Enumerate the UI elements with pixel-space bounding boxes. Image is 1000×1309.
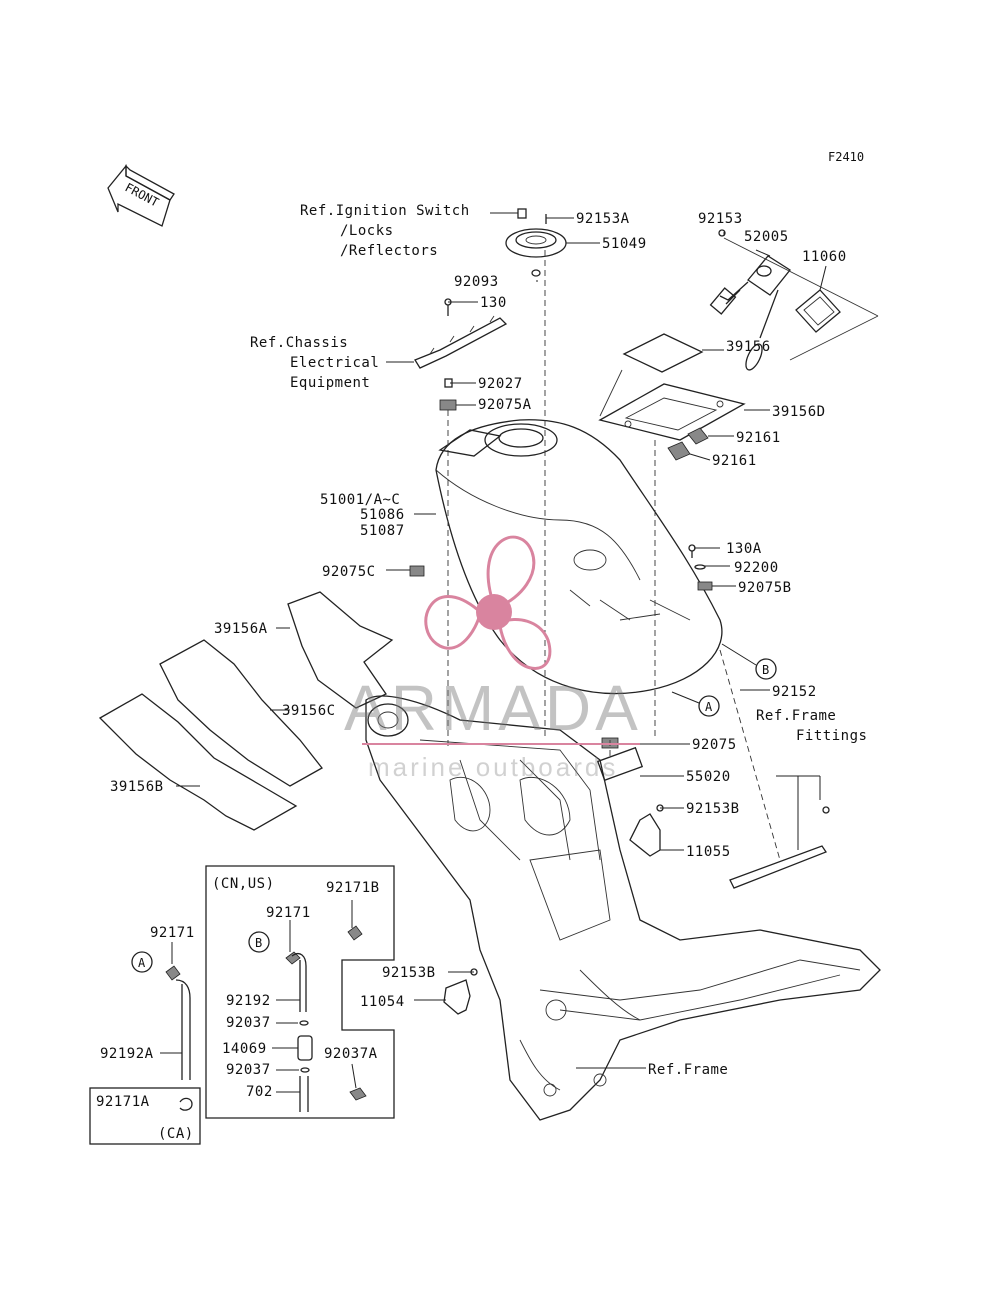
part-92037: 92037: [226, 1015, 271, 1031]
bracket-130: [414, 298, 508, 411]
grommet-92075C: [409, 565, 425, 577]
ref-chassis-line2: Electrical: [290, 355, 379, 371]
clip-92171B: [347, 900, 363, 941]
ref-frame-fittings-line1: Ref.Frame: [756, 708, 836, 724]
ref-frame-fittings-line2: Fittings: [796, 728, 867, 744]
left-hose-group: 92171 A 92192A: [100, 925, 195, 1080]
callout-B-upper: B: [721, 643, 777, 680]
part-11054: 11054: [360, 994, 405, 1010]
leader-lines: [176, 217, 879, 1069]
bracket-11055: [629, 804, 664, 857]
variant-ca-label: (CA): [158, 1126, 194, 1142]
part-92153: 92153: [698, 211, 743, 227]
diagram-id: F2410: [828, 150, 864, 164]
part-39156: 39156: [726, 339, 771, 355]
fuel-tank-51001: [435, 419, 723, 695]
part-92075C: 92075C: [322, 564, 376, 580]
part-92075A: 92075A: [478, 397, 532, 413]
ref-frame-label: Ref.Frame: [648, 1062, 728, 1078]
plate-39156D: [598, 383, 746, 441]
part-92075B: 92075B: [738, 580, 792, 596]
watermark-title: ARMADA: [344, 672, 642, 744]
front-arrow-icon: FRONT: [107, 164, 175, 227]
part-92153B-lower: 92153B: [382, 965, 436, 981]
part-51086: 51086: [360, 507, 405, 523]
part-11060: 11060: [802, 249, 847, 265]
callout-B-lower: B: [248, 931, 270, 953]
part-702: 702: [246, 1084, 273, 1100]
grommet-92075B: [697, 581, 713, 591]
pad-39156C: [159, 639, 323, 787]
svg-text:B: B: [762, 663, 769, 677]
ref-chassis-line3: Equipment: [290, 375, 370, 391]
variant-box-ca: 92171A (CA): [89, 1087, 201, 1145]
part-92027: 92027: [478, 376, 523, 392]
part-92153A: 92153A: [576, 211, 630, 227]
part-92171-cnus: 92171: [266, 905, 311, 921]
pad-39156A: [287, 591, 394, 709]
callout-A-upper: A: [671, 691, 720, 717]
part-92192: 92192: [226, 993, 271, 1009]
part-92037A: 92037A: [324, 1046, 378, 1062]
hose-92192: [285, 920, 307, 1012]
ref-chassis-line1: Ref.Chassis: [250, 335, 348, 351]
frame: [365, 695, 881, 1121]
part-39156C: 39156C: [282, 703, 336, 719]
fuel-cap-51049: [505, 208, 567, 277]
fuel-pump-52005: [709, 229, 841, 371]
part-130A: 130A: [726, 541, 762, 557]
filter-14069: [297, 1035, 313, 1061]
svg-text:A: A: [705, 700, 713, 714]
part-55020: 55020: [686, 769, 731, 785]
frame-fittings-strip: [729, 775, 830, 889]
ref-ignition-line1: Ref.Ignition Switch: [300, 203, 470, 219]
pad-39156B: [98, 693, 298, 831]
svg-text:B: B: [255, 936, 262, 950]
svg-text:A: A: [138, 956, 146, 970]
part-92161-upper: 92161: [736, 430, 781, 446]
part-52005: 52005: [744, 229, 789, 245]
part-92171A: 92171A: [96, 1094, 150, 1110]
part-92200: 92200: [734, 560, 779, 576]
ref-ignition-line2: /Locks: [340, 223, 394, 239]
callout-A-lower: A: [131, 951, 153, 973]
variant-box-cn-us: (CN,US) 92171B 92171 B 92192 92037 14069…: [205, 865, 395, 1119]
part-39156D: 39156D: [772, 404, 826, 420]
part-92171B: 92171B: [326, 880, 380, 896]
part-51001: 51001/A~C: [320, 492, 400, 508]
bolt-130A: [688, 544, 706, 570]
part-11055: 11055: [686, 844, 731, 860]
part-92153B: 92153B: [686, 801, 740, 817]
ref-ignition-line3: /Reflectors: [340, 243, 438, 259]
part-39156A: 39156A: [214, 621, 268, 637]
bracket-11054: [443, 968, 478, 1015]
part-92152: 92152: [772, 684, 817, 700]
part-130: 130: [480, 295, 507, 311]
variant-cn-us-label: (CN,US): [212, 876, 275, 892]
part-92075: 92075: [692, 737, 737, 753]
cover-55020: [596, 746, 644, 782]
part-92171-left: 92171: [150, 925, 195, 941]
part-92161-lower: 92161: [712, 453, 757, 469]
clips-92161: [667, 427, 709, 461]
part-92093: 92093: [454, 274, 499, 290]
part-14069: 14069: [222, 1041, 267, 1057]
part-51049: 51049: [602, 236, 647, 252]
part-92037-lower: 92037: [226, 1062, 271, 1078]
watermark: ARMADA marine outboards: [344, 535, 642, 782]
pad-39156: [622, 333, 704, 373]
watermark-subtitle: marine outboards: [368, 752, 618, 782]
part-39156B: 39156B: [110, 779, 164, 795]
part-51087: 51087: [360, 523, 405, 539]
part-92192A: 92192A: [100, 1046, 154, 1062]
